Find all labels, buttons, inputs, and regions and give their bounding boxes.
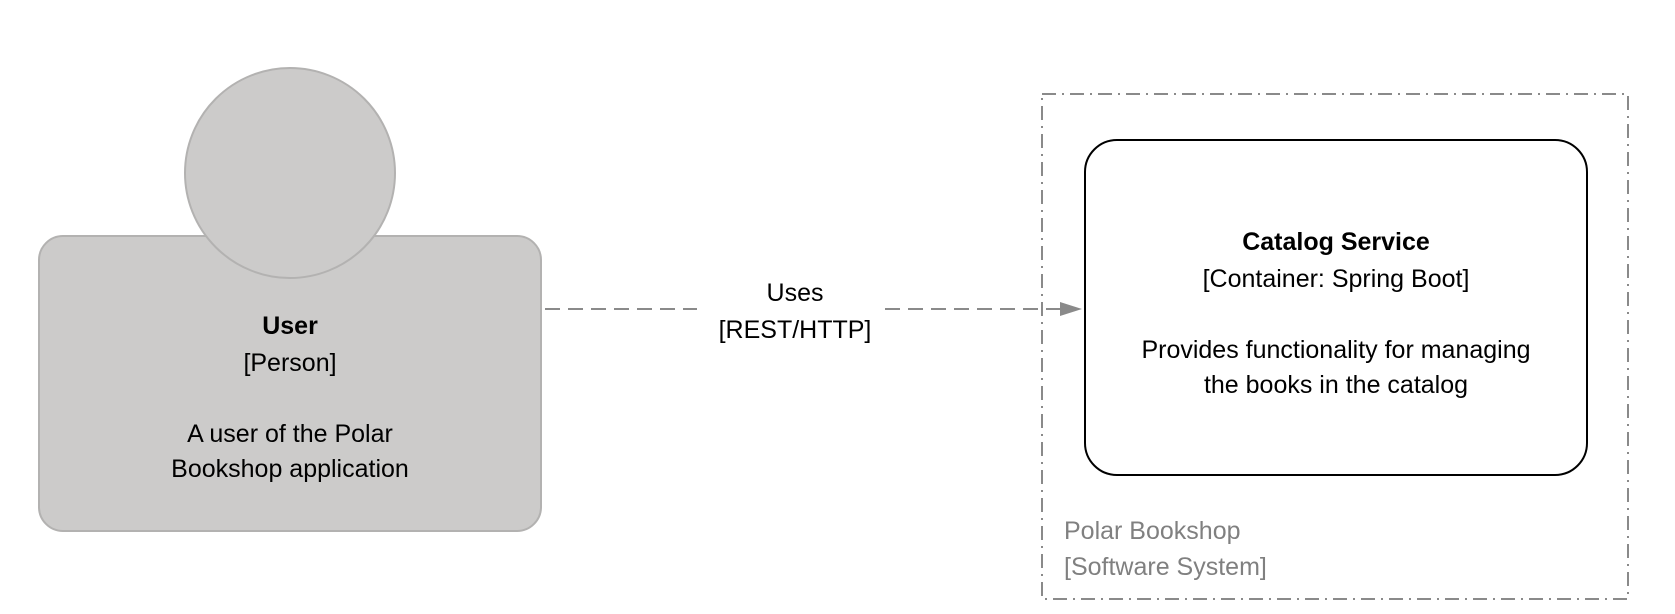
person-head[interactable] [184,67,396,279]
person-description-line2: Bookshop application [171,455,409,483]
relationship-arrowhead-icon [1060,302,1082,316]
person-type: [Person] [243,349,337,377]
catalog-service-container[interactable] [1084,139,1588,476]
relationship-label: Uses [766,279,824,307]
relationship-technology: [REST/HTTP] [718,316,872,344]
person-description-line1: A user of the Polar [187,420,393,448]
container-type: [Container: Spring Boot] [1202,265,1470,293]
boundary-name: Polar Bookshop [1064,517,1241,545]
container-description-line2: the books in the catalog [1203,371,1469,399]
container-name: Catalog Service [1242,228,1430,256]
person-name: User [262,312,318,340]
person-body[interactable] [38,235,542,532]
software-system-boundary[interactable] [1041,93,1629,600]
container-description-line1: Provides functionality for managing [1141,336,1531,364]
boundary-type: [Software System] [1064,553,1267,581]
